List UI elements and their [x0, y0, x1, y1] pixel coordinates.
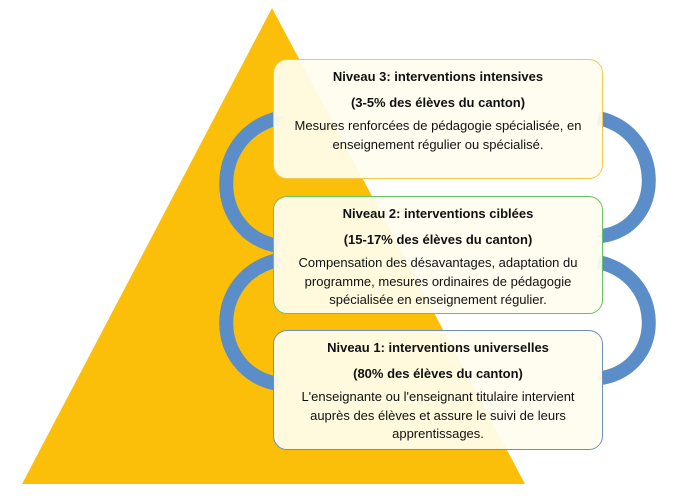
level-3-subtitle: (3-5% des élèves du canton) — [350, 94, 526, 110]
level-3-description: Mesures renforcées de pédagogie spéciali… — [294, 117, 582, 152]
level-2-subtitle: (15-17% des élèves du canton) — [343, 231, 533, 247]
level-1-box: Niveau 1: interventions universelles (80… — [273, 330, 603, 450]
right-arrow-level2-to-level1 — [596, 255, 656, 385]
level-1-subtitle: (80% des élèves du canton) — [353, 365, 523, 381]
left-arrow-level1-to-level2 — [219, 253, 283, 391]
level-2-box: Niveau 2: interventions ciblées (15-17% … — [273, 196, 603, 314]
right-arrow-level3-to-level2 — [596, 111, 656, 243]
level-3-box: Niveau 3: interventions intensives (3-5%… — [273, 59, 603, 179]
level-2-title: Niveau 2: interventions ciblées — [342, 206, 534, 221]
level-2-description: Compensation des désavantages, adaptatio… — [298, 254, 578, 308]
left-arrow-level2-to-level3 — [219, 111, 283, 253]
level-3-title: Niveau 3: interventions intensives — [332, 69, 544, 84]
level-1-title: Niveau 1: interventions universelles — [327, 340, 549, 355]
level-1-description: L'enseignante ou l'enseignant titulaire … — [301, 388, 575, 442]
